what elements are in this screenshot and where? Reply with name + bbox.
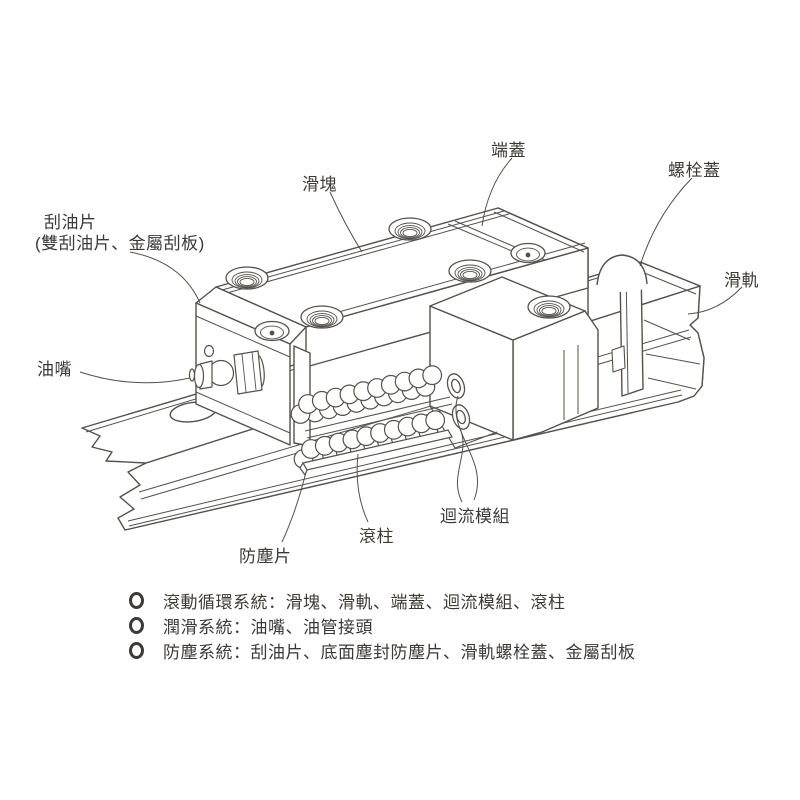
label-oil-scraper-sub: (雙刮油片、金屬刮板) bbox=[35, 234, 205, 253]
label-oil-nipple: 油嘴 bbox=[37, 360, 72, 379]
oil-nipple-drawing bbox=[188, 344, 265, 395]
dust-strip-drawing bbox=[299, 429, 453, 477]
legend-row: 潤滑系統：油嘴、油管接頭 bbox=[129, 613, 636, 638]
leader-lines bbox=[79, 157, 743, 543]
bullet-icon bbox=[129, 617, 144, 634]
bullet-icon bbox=[129, 592, 144, 609]
label-roller: 滾柱 bbox=[359, 527, 394, 546]
label-rail: 滑軌 bbox=[724, 271, 759, 290]
legend-item-dustproof: 防塵系統：刮油片、底面塵封防塵片、滑軌螺栓蓋、金屬刮板 bbox=[163, 643, 636, 662]
legend-row: 防塵系統：刮油片、底面塵封防塵片、滑軌螺栓蓋、金屬刮板 bbox=[129, 638, 636, 663]
label-bolt-cover: 螺栓蓋 bbox=[668, 161, 721, 180]
bolt-cover-drawing bbox=[596, 254, 648, 397]
bullet-icon bbox=[129, 642, 144, 659]
roller-chains-drawing bbox=[290, 365, 471, 477]
system-legend: 滾動循環系統：滑塊、滑軌、端蓋、迴流模組、滾柱 潤滑系統：油嘴、油管接頭 防塵系… bbox=[129, 588, 636, 663]
legend-row: 滾動循環系統：滑塊、滑軌、端蓋、迴流模組、滾柱 bbox=[129, 588, 636, 613]
return-box-drawing bbox=[429, 276, 599, 449]
label-dust-sheet: 防塵片 bbox=[239, 547, 292, 566]
label-end-cap: 端蓋 bbox=[491, 141, 526, 160]
label-oil-scraper: 刮油片 bbox=[44, 213, 97, 232]
legend-item-rolling: 滾動循環系統：滑塊、滑軌、端蓋、迴流模組、滾柱 bbox=[163, 593, 566, 612]
legend-item-lubrication: 潤滑系統：油嘴、油管接頭 bbox=[163, 618, 373, 637]
label-slider: 滑塊 bbox=[302, 175, 337, 194]
label-recirculation-module: 迴流模組 bbox=[440, 507, 510, 526]
